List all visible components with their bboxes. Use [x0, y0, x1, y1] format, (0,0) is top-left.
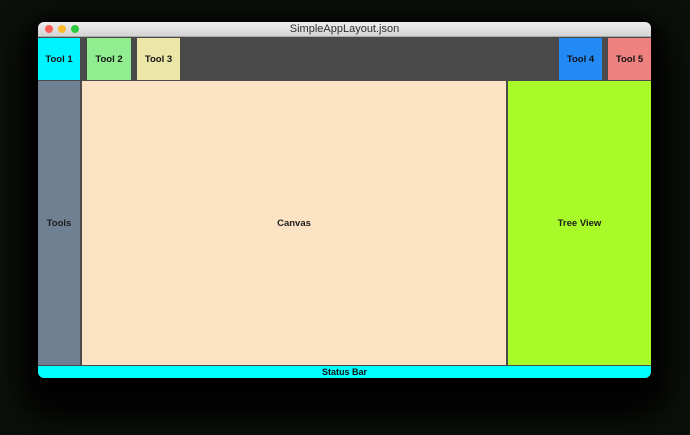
tool-3-button[interactable]: Tool 3	[137, 38, 180, 80]
traffic-lights	[45, 22, 79, 36]
app-window: SimpleAppLayout.json Tool 1 Tool 2 Tool …	[38, 22, 651, 378]
tree-view-panel[interactable]: Tree View	[508, 81, 651, 365]
tree-view-panel-label: Tree View	[557, 217, 602, 229]
minimize-button[interactable]	[58, 25, 66, 33]
canvas-panel-label: Canvas	[277, 217, 311, 229]
toolbar-spacer	[180, 38, 559, 80]
zoom-button[interactable]	[71, 25, 79, 33]
window-title: SimpleAppLayout.json	[289, 23, 400, 35]
canvas-panel[interactable]: Canvas	[82, 81, 506, 365]
main-content: Tools Canvas Tree View	[38, 81, 651, 365]
tool-5-button[interactable]: Tool 5	[608, 38, 651, 80]
toolbar: Tool 1 Tool 2 Tool 3 Tool 4 Tool 5	[38, 37, 651, 81]
close-button[interactable]	[45, 25, 53, 33]
window-titlebar[interactable]: SimpleAppLayout.json	[38, 22, 651, 37]
tool-1-button[interactable]: Tool 1	[38, 38, 80, 80]
tool-2-button[interactable]: Tool 2	[87, 38, 131, 80]
tool-4-button[interactable]: Tool 4	[559, 38, 602, 80]
status-bar-label: Status Bar	[321, 367, 367, 377]
status-bar: Status Bar	[38, 366, 651, 378]
tools-panel[interactable]: Tools	[38, 81, 80, 365]
tools-panel-label: Tools	[46, 217, 72, 229]
